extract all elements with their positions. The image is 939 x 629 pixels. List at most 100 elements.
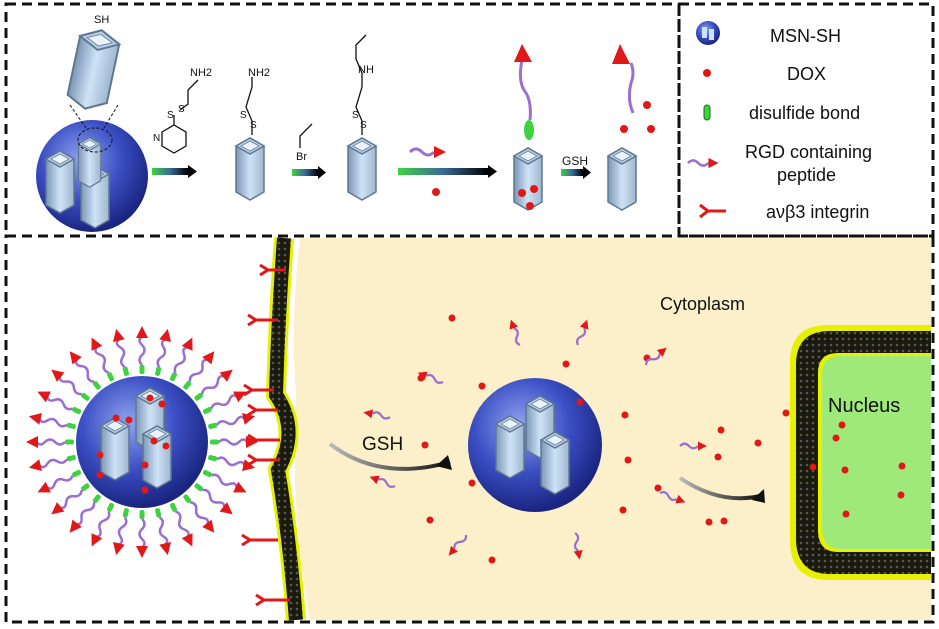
surface-peptide (136, 326, 148, 374)
surface-peptide (210, 436, 258, 448)
dox-particle (468, 479, 476, 487)
s-label: S (360, 120, 367, 131)
surface-peptide (91, 337, 115, 382)
nh2-product-label: NH2 (248, 67, 270, 79)
n-label: N (153, 133, 160, 144)
surface-peptide (183, 494, 215, 533)
surface-peptide (202, 469, 247, 493)
s-label: S (167, 110, 174, 121)
loaded-capped-pore (513, 147, 543, 211)
free-dox-particles (417, 314, 906, 564)
dox-particle (705, 518, 713, 526)
nh2-reagent-label: NH2 (190, 67, 212, 79)
legend-label-rgd: RGD containing (745, 142, 872, 162)
peptide-reagent (408, 144, 448, 160)
msn-sphere-top (36, 120, 148, 232)
dox-particle (720, 517, 728, 525)
gsh-curved-arrow (328, 442, 451, 471)
reaction-arrow-1 (152, 168, 188, 175)
alkyne-pore (347, 137, 377, 201)
surface-peptide (113, 328, 129, 376)
surface-peptide (28, 413, 76, 429)
nucleus-label: Nucleus (828, 395, 900, 417)
dox-particle (841, 466, 849, 474)
green-capsule-icon (703, 104, 711, 121)
loaded-pores (96, 387, 172, 494)
gsh-arrow (561, 169, 583, 176)
surface-peptide (28, 455, 76, 471)
s-label: S (250, 120, 257, 131)
dox-particle (754, 439, 762, 447)
legend-label-msn-sh: MSN-SH (770, 26, 841, 46)
dox-reagent (432, 188, 440, 196)
s-label: S (240, 110, 247, 121)
surface-peptide (69, 494, 101, 533)
empty-pore (540, 431, 570, 495)
legend-label-integrin: aνβ3 integrin (766, 202, 869, 222)
dox-particle (842, 510, 850, 518)
surface-peptide (51, 483, 90, 515)
gsh-bottom-label: GSH (362, 434, 403, 455)
legend-label-disulfide: disulfide bond (749, 103, 860, 123)
released-pore (607, 147, 637, 211)
empty-pore (495, 415, 525, 479)
gsh-top-label: GSH (562, 154, 588, 168)
surface-peptide (208, 455, 256, 471)
arrowhead (188, 165, 197, 178)
reaction-arrow-2 (292, 169, 318, 176)
thiolated-pore-1 (235, 137, 265, 201)
surface-peptide (194, 483, 233, 515)
dox-particle (717, 426, 725, 434)
legend-label-peptide: peptide (777, 165, 836, 185)
surface-peptide (37, 391, 82, 415)
surface-peptide (37, 469, 82, 493)
surface-peptide (155, 328, 171, 376)
dox-particle (488, 556, 496, 564)
dox-particle (838, 421, 846, 429)
surface-peptide (183, 351, 215, 390)
dox-particle (621, 411, 629, 419)
dox-particle (421, 441, 429, 449)
dox-particle (426, 516, 434, 524)
cytoplasm-label: Cytoplasm (660, 294, 745, 314)
nucleus-curved-arrow (678, 476, 761, 501)
nh-label: NH (358, 64, 374, 76)
surface-peptide (208, 413, 256, 429)
dox-particle (654, 484, 662, 492)
cell-membrane (268, 237, 303, 621)
surface-peptide (194, 369, 233, 401)
dox-particle (714, 453, 722, 461)
s-label: S (178, 104, 185, 115)
surface-peptide (169, 337, 193, 382)
arrowhead (752, 489, 765, 503)
arrowhead (436, 455, 452, 470)
msn-sphere-icon (696, 21, 720, 45)
legend: MSN-SH DOX disulfide bond RGD containing… (686, 21, 872, 222)
surface-peptide (91, 502, 115, 547)
dox-particle (832, 434, 840, 442)
surface-peptide (155, 508, 171, 556)
dox-particle (782, 409, 790, 417)
sh-label: SH (94, 14, 109, 26)
surface-peptide (26, 436, 74, 448)
nucleus (822, 356, 931, 549)
dox-particle (619, 506, 627, 514)
legend-label-dox: DOX (787, 64, 826, 84)
surface-peptide (202, 391, 247, 415)
arrowhead (583, 166, 591, 179)
integrin-y-icon (699, 203, 726, 219)
propargyl-bromide (299, 123, 313, 148)
cytoplasm-region (293, 238, 931, 620)
dox-particle (576, 398, 584, 406)
arrowhead (318, 166, 326, 179)
surface-peptide (69, 351, 101, 390)
dox-particle (898, 462, 906, 470)
dox-particle (478, 382, 486, 390)
reaction-arrow-3 (398, 168, 488, 175)
peptide-decorated-msn (26, 326, 258, 558)
enlarged-pore (66, 29, 122, 153)
integrin-receptors (241, 263, 290, 607)
peptide-arrow-icon (686, 156, 720, 170)
surface-peptide (113, 508, 129, 556)
